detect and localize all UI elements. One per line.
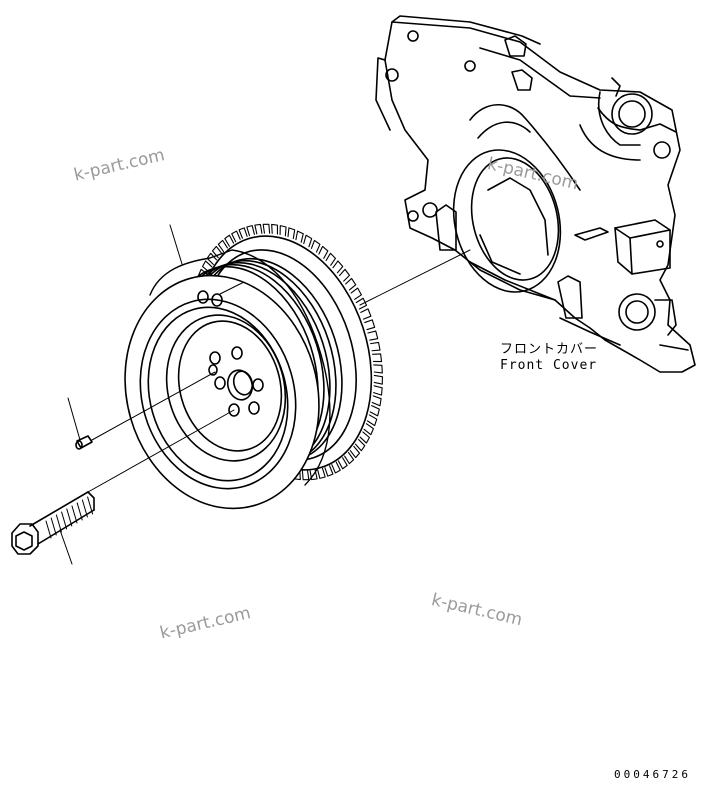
gear-tooth: [318, 245, 329, 259]
bolt-drawing: [11, 491, 95, 555]
gear-tooth: [373, 374, 383, 385]
thread-mark: [76, 502, 83, 521]
gear-tooth: [338, 268, 351, 282]
thread-mark: [87, 496, 94, 515]
gear-tooth: [366, 414, 378, 427]
gear-tooth: [360, 308, 372, 320]
gear-tooth: [364, 319, 376, 331]
gear-tooth: [373, 385, 383, 396]
front-cover-drawing: [375, 15, 696, 373]
thread-mark: [81, 499, 88, 518]
gear-tooth: [224, 234, 235, 247]
gear-tooth: [371, 395, 382, 407]
thread-mark: [45, 520, 52, 539]
leader-lines: [59, 224, 471, 565]
gear-tooth: [295, 230, 304, 243]
crankshaft-pulley-drawing: [124, 223, 383, 510]
gear-tooth: [371, 353, 383, 363]
gear-tooth: [332, 260, 344, 274]
dowel-pin-drawing: [75, 435, 93, 450]
gear-tooth: [201, 260, 213, 273]
gear-tooth: [303, 234, 313, 248]
gear-tooth: [310, 239, 321, 253]
gear-tooth: [317, 467, 326, 479]
front-cover-label-jp: フロントカバー: [500, 342, 599, 357]
thread-mark: [61, 511, 68, 530]
bolt-thread: [45, 496, 94, 539]
gear-tooth: [331, 461, 341, 474]
gear-tooth: [271, 223, 279, 235]
gear-tooth: [349, 445, 361, 459]
gear-tooth: [254, 223, 263, 235]
gear-tooth: [354, 438, 366, 452]
document-number: 00046726: [614, 768, 691, 781]
gear-tooth: [363, 423, 375, 436]
gear-tooth: [337, 457, 348, 470]
thread-mark: [55, 514, 62, 533]
gear-tooth: [345, 277, 357, 291]
gear-tooth: [287, 227, 296, 240]
thread-mark: [71, 505, 78, 524]
gear-tooth: [373, 364, 383, 374]
gear-tooth: [359, 431, 371, 444]
gear-tooth: [279, 225, 287, 237]
gear-tooth: [369, 405, 380, 417]
gear-tooth: [246, 225, 255, 237]
front-cover-label-en: Front Cover: [500, 358, 598, 373]
gear-tooth: [238, 227, 248, 239]
thread-mark: [66, 508, 73, 527]
gear-tooth: [211, 245, 223, 259]
ring-gear-teeth: [197, 223, 383, 481]
thread-mark: [50, 517, 57, 536]
gear-tooth: [262, 223, 271, 234]
gear-tooth: [355, 297, 368, 310]
gear-tooth: [370, 341, 381, 352]
gear-tooth: [325, 252, 337, 266]
gear-tooth: [231, 230, 241, 243]
gear-tooth: [301, 470, 310, 481]
gear-tooth: [350, 287, 362, 300]
gear-tooth: [367, 330, 379, 341]
gear-tooth: [217, 239, 228, 253]
gear-tooth: [344, 451, 355, 465]
gear-tooth: [309, 469, 318, 481]
gear-tooth: [324, 465, 334, 477]
